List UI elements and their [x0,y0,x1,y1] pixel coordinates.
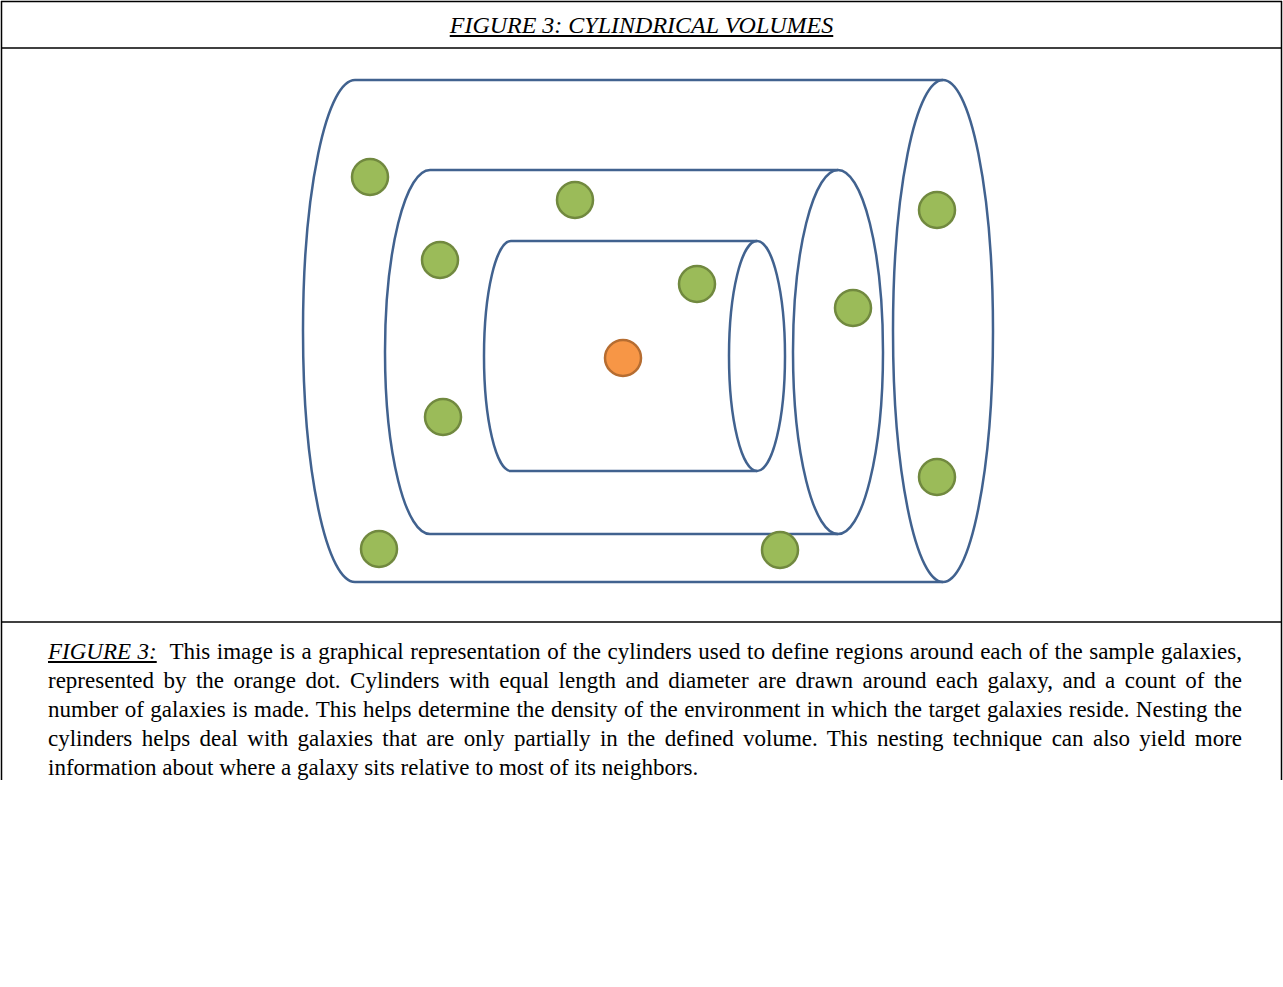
outer-cylinder [303,80,943,582]
inner-cylinder [484,241,757,471]
table-frame [1,1,1282,780]
caption-cell: FIGURE 3:This image is a graphical repre… [48,637,1242,782]
caption-text: This image is a graphical representation… [48,639,1242,780]
galaxy-dot [919,192,955,228]
galaxy-dot [762,532,798,568]
galaxy-dot [919,459,955,495]
galaxy-dot [361,531,397,567]
inner-cylinder-end [729,241,785,471]
figure-label: FIGURE 3: [48,639,157,664]
galaxy-dot [557,182,593,218]
galaxy-dot [422,242,458,278]
cylinders [303,80,993,582]
middle-cylinder-end [793,170,883,534]
galaxy-dot [835,290,871,326]
galaxy-dot [679,266,715,302]
neighbor-galaxies [352,159,955,568]
title-cell: FIGURE 3: CYLINDRICAL VOLUMES [2,2,1281,48]
figure-title: FIGURE 3: CYLINDRICAL VOLUMES [450,12,834,39]
galaxy-dot [352,159,388,195]
outer-cylinder-end [893,80,993,582]
galaxy-dot [425,399,461,435]
target-galaxy [605,340,641,376]
middle-cylinder [385,170,838,534]
